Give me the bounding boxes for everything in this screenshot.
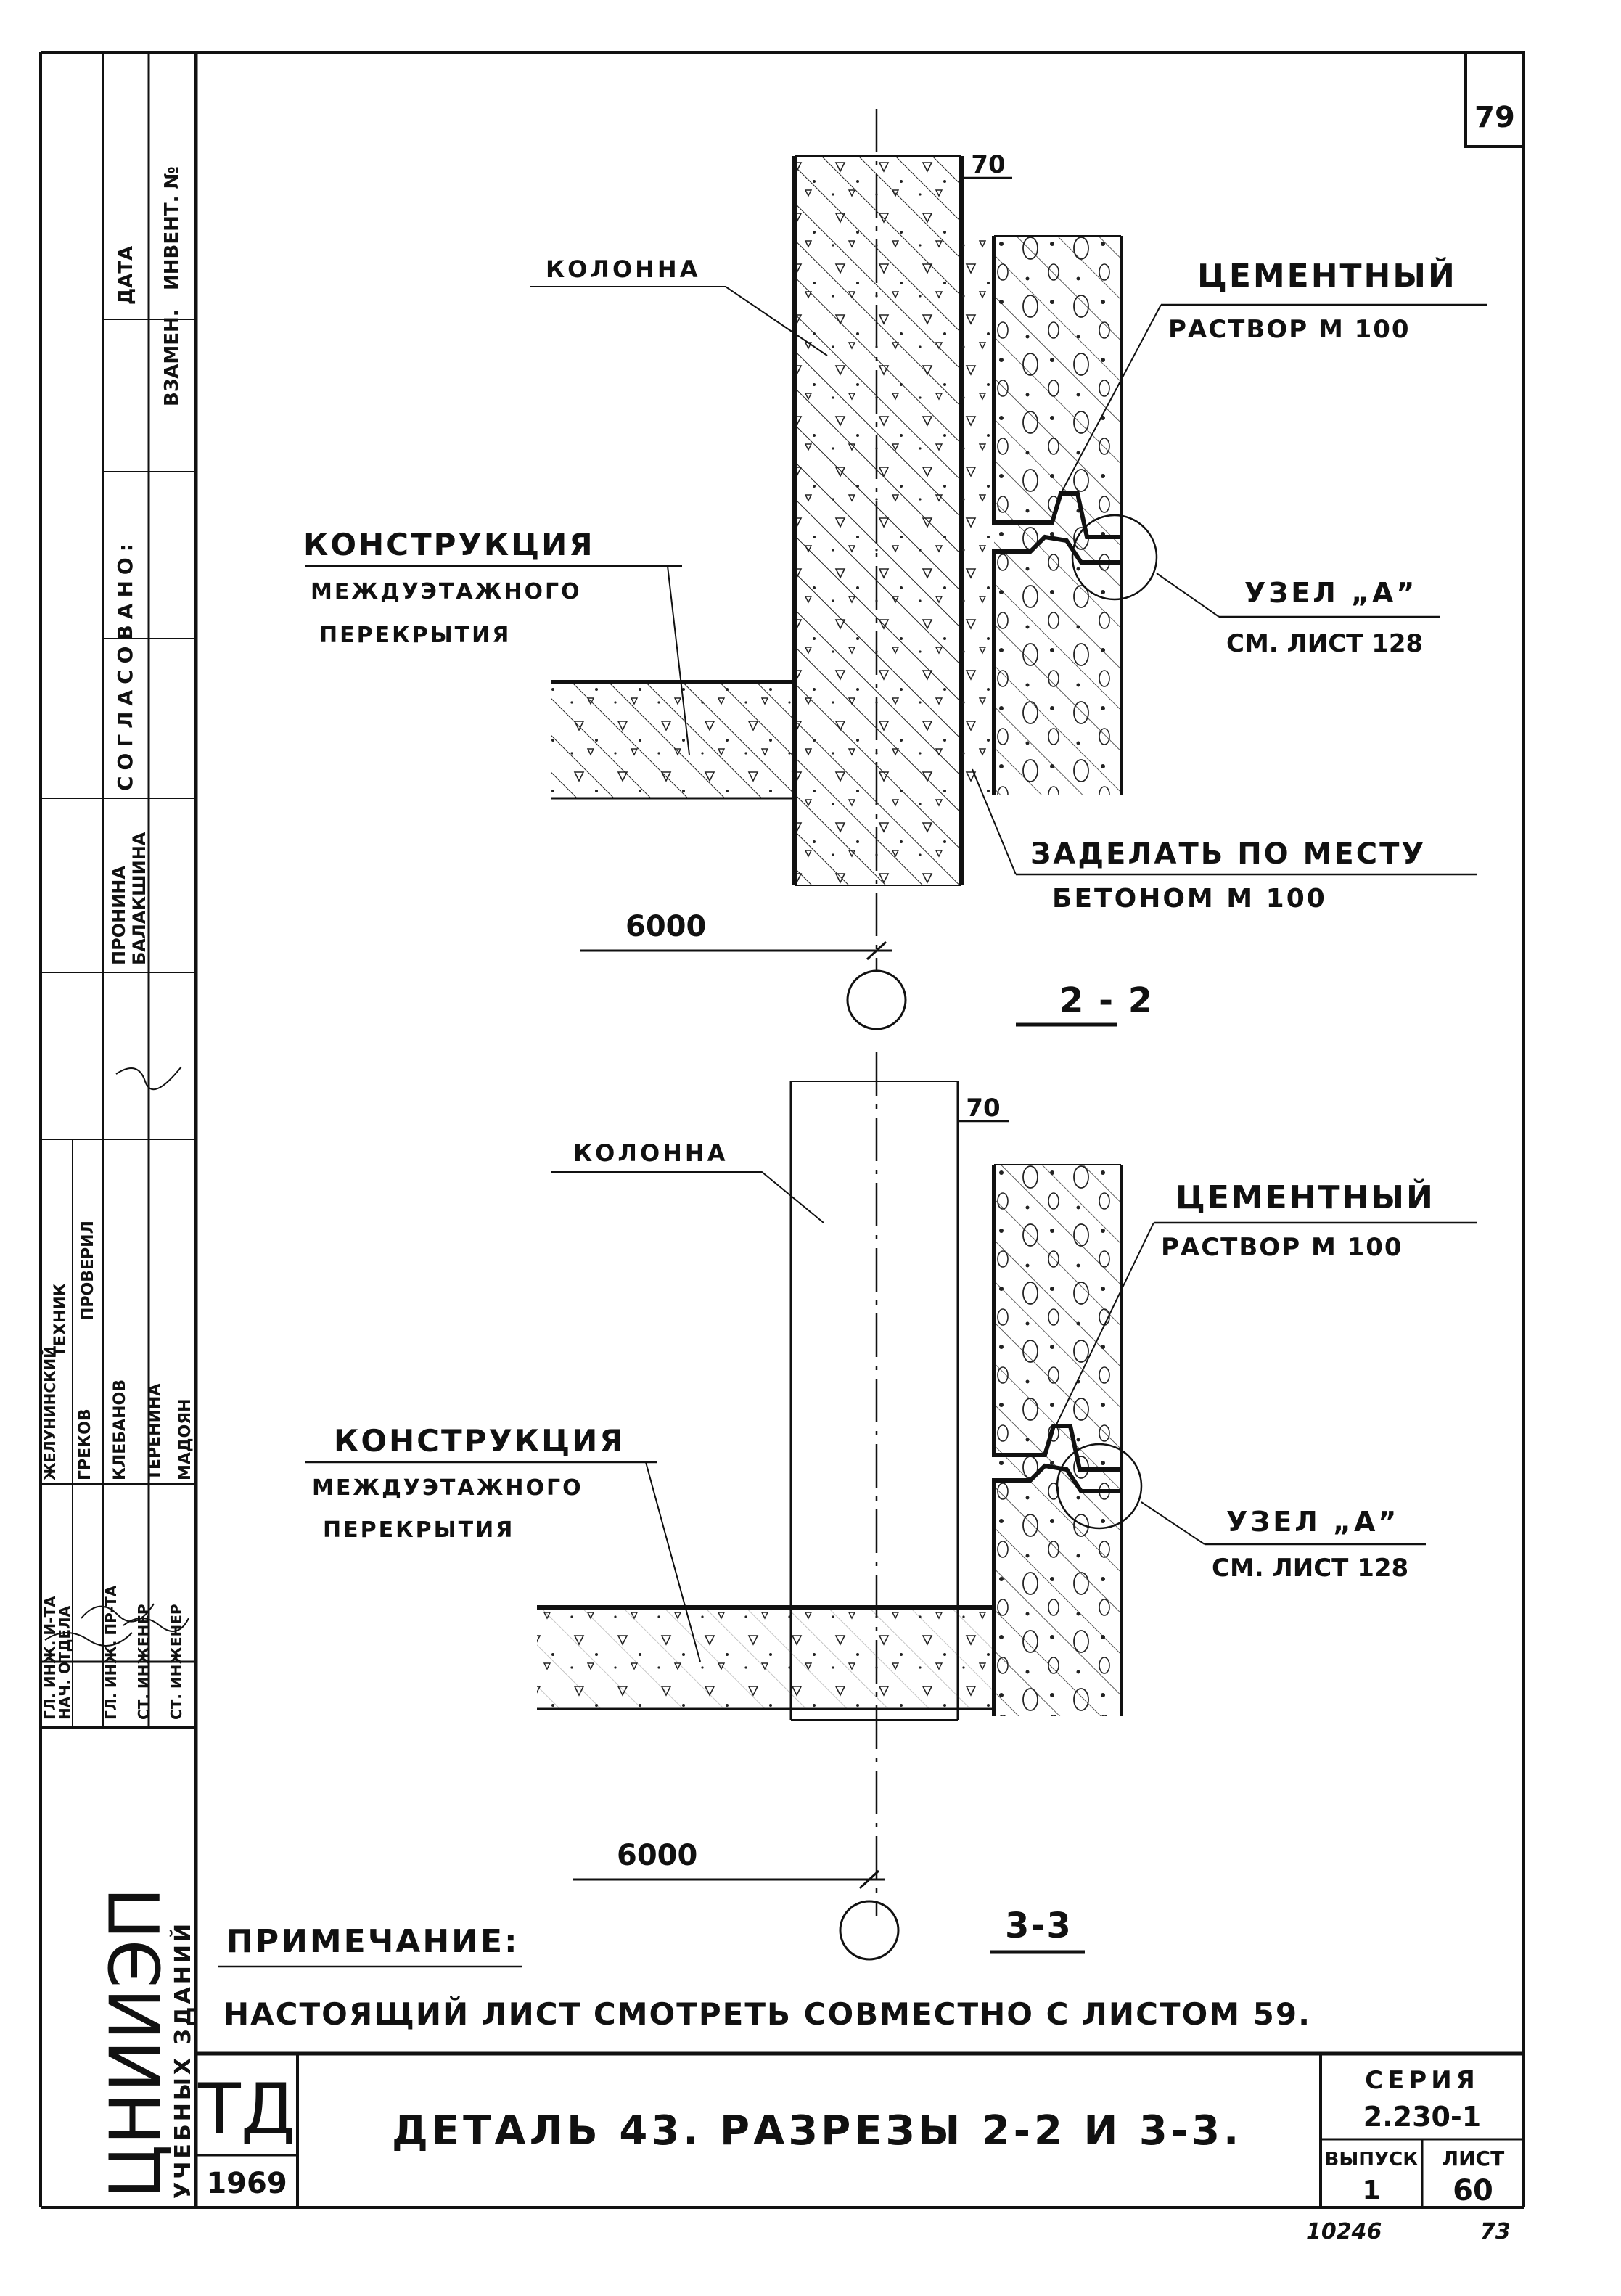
floor-label-1: КОНСТРУКЦИЯ	[303, 527, 595, 562]
stamp-agreed-name-1: ПРОНИНА	[109, 866, 129, 965]
stamp-role-4: СТ. ИНЖЕНЕР	[135, 1604, 152, 1720]
stamp-name-3: КЛЕБАНОВ	[111, 1379, 129, 1480]
stamp-name-4: ТЕРЕНИНА	[146, 1384, 164, 1480]
floor-label-3: ПЕРЕКРЫТИЯ	[319, 623, 511, 648]
issue-label: ВЫПУСК	[1325, 2149, 1419, 2170]
sheet-label: ЛИСТ	[1442, 2147, 1504, 2170]
node-a-circle	[1056, 1443, 1143, 1530]
series-label: СЕРИЯ	[1365, 2066, 1480, 2095]
stamp-name-2: ГРЕКОВ	[76, 1409, 94, 1480]
stamp-name-5: МАДОЯН	[176, 1398, 194, 1480]
td-mark: ТД	[197, 2069, 295, 2150]
archive-number: 10246	[1306, 2219, 1382, 2244]
section-3-3: 70 КОЛОННА ЦЕМЕНТНЫЙ РАСТВОР М 100 КОНСТ…	[305, 1052, 1477, 1961]
column-label: КОЛОННА	[546, 255, 700, 283]
column-label: КОЛОННА	[573, 1139, 728, 1167]
floor-label-3: ПЕРЕКРЫТИЯ	[323, 1517, 514, 1543]
drawing-title: ДЕТАЛЬ 43. РАЗРЕЗЫ 2-2 И 3-3.	[392, 2107, 1242, 2154]
floor-label-1: КОНСТРУКЦИЯ	[334, 1423, 625, 1459]
in-situ-concrete	[961, 236, 994, 795]
floor-label-2: МЕЖДУЭТАЖНОГО	[311, 579, 582, 604]
signature-mark	[81, 1603, 155, 1623]
signature-mark	[44, 1632, 133, 1647]
note-block: ПРИМЕЧАНИЕ: НАСТОЯЩИЙ ЛИСТ СМОТРЕТЬ СОВМ…	[218, 1923, 1311, 2032]
signature-mark	[123, 1618, 189, 1632]
fill-label-1: ЗАДЕЛАТЬ ПО МЕСТУ	[1030, 837, 1426, 871]
stamp-role-3: ГЛ. ИНЖ. ПР-ТА	[102, 1585, 120, 1720]
node-title: УЗЕЛ „А”	[1244, 577, 1417, 609]
section-label: 3-3	[1005, 1906, 1072, 1946]
dimension-70: 70	[971, 150, 1005, 179]
stamp-date-label: ДАТА	[115, 246, 137, 305]
leader-line	[530, 286, 828, 356]
issue-value: 1	[1362, 2176, 1380, 2205]
mortar-subtitle: РАСТВОР М 100	[1168, 315, 1411, 344]
leader-line	[551, 1171, 824, 1223]
section-label: 2 - 2	[1059, 980, 1154, 1021]
sheet-frame	[39, 51, 1525, 2209]
floor-label-2: МЕЖДУЭТАЖНОГО	[312, 1475, 583, 1501]
title-block: ТД 1969 ДЕТАЛЬ 43. РАЗРЕЗЫ 2-2 И 3-3. СЕ…	[196, 2051, 1524, 2244]
page-number: 79	[1474, 101, 1515, 134]
mortar-title: ЦЕМЕНТНЫЙ	[1197, 256, 1457, 295]
series-value: 2.230-1	[1363, 2101, 1481, 2133]
node-title: УЗЕЛ „А”	[1226, 1506, 1399, 1538]
year: 1969	[206, 2167, 287, 2200]
section-2-2: 70 КОЛОННА ЦЕМЕНТНЫЙ РАСТВОР М 100 КОНСТ…	[303, 109, 1487, 1030]
stamp-replace-label: ВЗАМЕН.	[161, 309, 183, 406]
note-title: ПРИМЕЧАНИЕ:	[226, 1923, 520, 1960]
org-subtitle: УЧЕБНЫХ ЗДАНИЙ	[170, 1921, 196, 2199]
signature-mark	[115, 1066, 182, 1091]
stamp-tech-label: ТЕХНИК	[52, 1283, 70, 1357]
node-ref: СМ. ЛИСТ 128	[1226, 629, 1423, 658]
stamp-agreed-label: СОГЛАСОВАНО:	[113, 538, 137, 791]
stamp-check-label: ПРОВЕРИЛ	[79, 1221, 97, 1321]
node-ref: СМ. ЛИСТ 128	[1212, 1554, 1408, 1583]
axis-bubble	[839, 1900, 900, 1961]
axis-bubble	[846, 969, 907, 1030]
stamp-name-1: ЖЕЛУНИНСКИЙ	[41, 1346, 59, 1480]
org-name: ЦНИИЭП	[95, 1887, 176, 2199]
node-a-circle	[1071, 514, 1158, 601]
side-stamp: ИНВЕНТ. № ВЗАМЕН. ДАТА СОГЛАСОВАНО: ПРОН…	[41, 52, 196, 1729]
stamp-inv-label: ИНВЕНТ. №	[161, 166, 183, 290]
note-text: НАСТОЯЩИЙ ЛИСТ СМОТРЕТЬ СОВМЕСТНО С ЛИСТ…	[223, 1996, 1311, 2032]
stamp-role-2: НАЧ. ОТДЕЛА	[56, 1605, 73, 1720]
stamp-agreed-name-2: БАЛАКШИНА	[129, 832, 149, 965]
fill-label-2: БЕТОНОМ М 100	[1052, 884, 1327, 914]
footer-page-number: 73	[1480, 2219, 1511, 2244]
axis-dimension: 6000	[617, 1839, 697, 1872]
page-number-box: 79	[1464, 51, 1525, 148]
dimension-70: 70	[966, 1094, 1000, 1123]
mortar-title: ЦЕМЕНТНЫЙ	[1175, 1178, 1435, 1216]
org-block: ЦНИИЭП УЧЕБНЫХ ЗДАНИЙ	[95, 1887, 196, 2199]
sheet-value: 60	[1453, 2174, 1493, 2207]
axis-dimension: 6000	[625, 910, 706, 943]
mortar-subtitle: РАСТВОР М 100	[1161, 1233, 1403, 1262]
stamp-role-5: СТ. ИНЖЕНЕР	[168, 1604, 185, 1720]
stamp-role-1: ГЛ. ИНЖ. И-ТА	[41, 1596, 59, 1720]
